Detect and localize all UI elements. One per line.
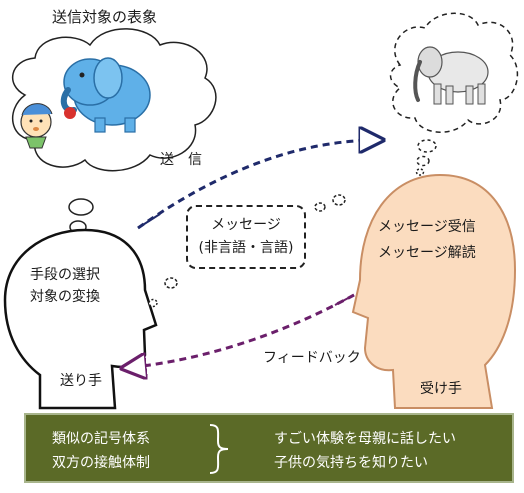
sender-head-text: 手段の選択 対象の変換 (30, 264, 100, 308)
message-line1: メッセージ (211, 217, 281, 233)
feedback-arrow (125, 293, 355, 368)
sender-head-line: 手段の選択 (30, 267, 100, 283)
send-label: 送 信 (160, 152, 202, 168)
send-arrow (137, 140, 380, 230)
motivation-item: すごい体験を母親に話したい (274, 431, 456, 447)
condition-item: 双方の接触体制 (52, 455, 150, 471)
receiver-head-line: メッセージ受信 (378, 219, 476, 235)
blue-elephant-icon (60, 57, 151, 133)
motivation-item: 子供の気持ちを知りたい (274, 455, 428, 471)
message-bubbles (148, 194, 346, 308)
feedback-label: フィードバック (263, 350, 361, 366)
bottom-summary-bar: 類似の記号体系 双方の接触体制 すごい体験を母親に話したい 子供の気持ちを知りた… (24, 413, 514, 483)
send-arrow-origin (137, 213, 161, 229)
receiver-thought-cloud (389, 12, 519, 176)
condition-item: 類似の記号体系 (52, 431, 150, 447)
sender-head-line: 対象の変換 (30, 289, 100, 305)
grey-elephant-icon (413, 46, 489, 105)
receiver-label: 受け手 (420, 381, 462, 397)
receiver-head-line: メッセージ解読 (378, 245, 476, 261)
sender-label: 送り手 (60, 373, 102, 389)
baby-icon (20, 103, 53, 149)
brace-icon (209, 424, 229, 474)
message-box: メッセージ (非言語・言語) (186, 205, 306, 269)
receiver-head (351, 173, 517, 409)
receiver-head-text: メッセージ受信 メッセージ解読 (378, 214, 476, 266)
conditions-list: 類似の記号体系 双方の接触体制 (52, 427, 150, 475)
feedback-arrow-origin (334, 294, 355, 306)
motivations-list: すごい体験を母親に話したい 子供の気持ちを知りたい (274, 427, 456, 475)
diagram-title: 送信対象の表象 (52, 8, 158, 26)
message-line2: (非言語・言語) (198, 240, 294, 256)
